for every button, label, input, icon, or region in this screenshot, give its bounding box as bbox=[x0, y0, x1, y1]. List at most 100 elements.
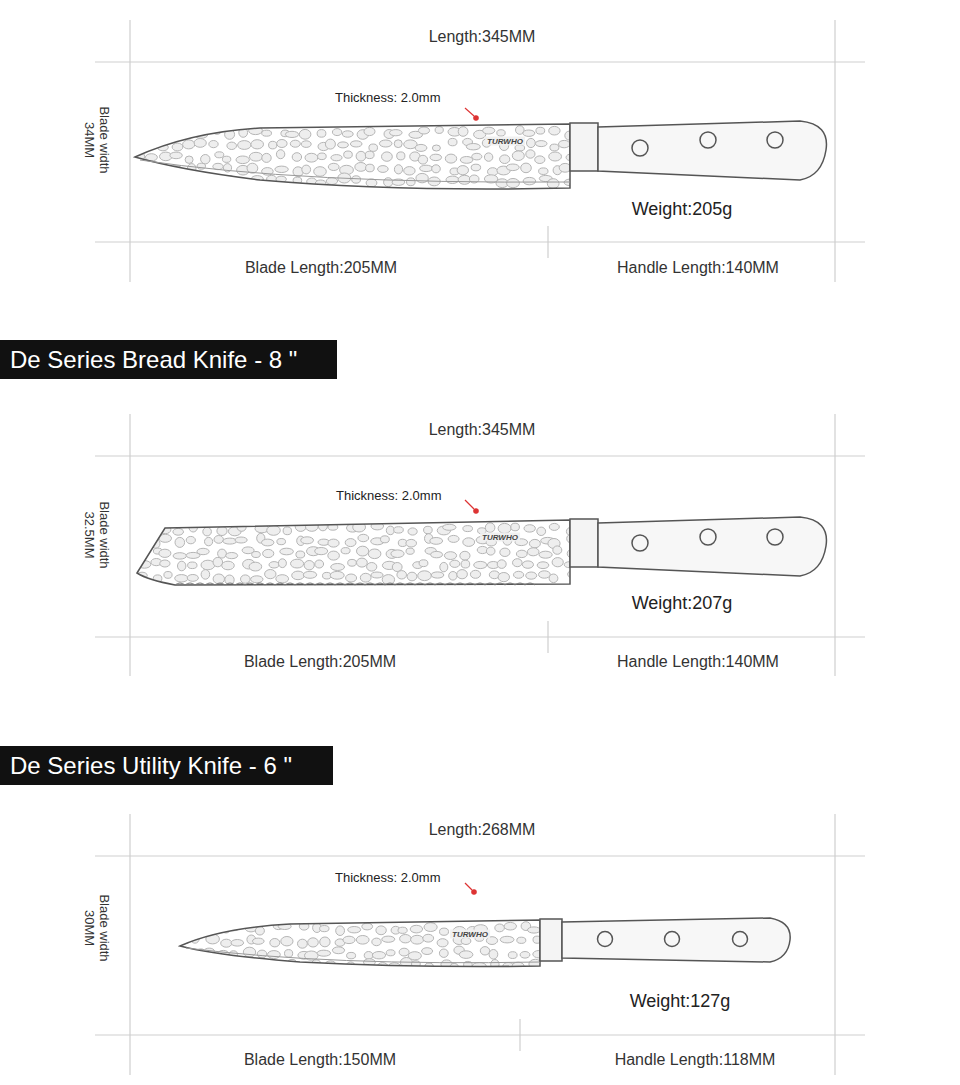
hammer-dimple bbox=[394, 165, 402, 174]
hammer-dimple bbox=[408, 528, 417, 535]
hammer-dimple bbox=[559, 140, 570, 147]
overall-length: Length:345MM bbox=[429, 28, 536, 46]
hammer-dimple bbox=[435, 127, 443, 134]
hammer-dimple bbox=[148, 176, 157, 185]
hammer-dimple bbox=[343, 936, 355, 943]
hammer-dimple bbox=[515, 145, 525, 151]
hammer-dimple bbox=[360, 573, 371, 582]
hammer-dimple bbox=[278, 559, 286, 568]
hammer-dimple bbox=[550, 144, 559, 151]
hammer-dimple bbox=[463, 538, 475, 547]
hammer-dimple bbox=[238, 141, 251, 150]
hammer-dimple bbox=[249, 562, 262, 571]
hammer-dimple bbox=[392, 563, 402, 572]
hammer-dimple bbox=[295, 522, 306, 532]
hammer-dimple bbox=[460, 551, 470, 560]
hammer-dimple bbox=[241, 575, 251, 583]
hammer-dimple bbox=[296, 551, 305, 558]
hammer-dimple bbox=[285, 131, 298, 137]
hammer-dimple bbox=[194, 961, 207, 968]
banner-title: De Series Bread Knife - 8 " bbox=[10, 346, 297, 374]
hammer-dimple bbox=[231, 940, 244, 947]
hammer-dimple bbox=[535, 141, 547, 147]
hammer-dimple bbox=[144, 168, 155, 175]
hammer-dimple bbox=[198, 180, 211, 187]
hammer-dimple bbox=[315, 560, 324, 568]
hammer-dimple bbox=[526, 572, 537, 579]
hammer-dimple bbox=[255, 927, 264, 935]
hammer-dimple bbox=[520, 952, 530, 959]
hammer-dimple bbox=[197, 548, 209, 554]
hammer-dimple bbox=[336, 926, 345, 936]
hammer-dimple bbox=[317, 130, 326, 138]
hammer-dimple bbox=[512, 151, 524, 161]
hammer-dimple bbox=[367, 563, 377, 572]
hammer-dimple bbox=[175, 537, 185, 547]
hammer-dimple bbox=[471, 164, 480, 171]
knife-outlines bbox=[135, 121, 826, 967]
hammer-dimple bbox=[439, 949, 448, 957]
hammer-dimple bbox=[384, 178, 393, 187]
hammer-dimple bbox=[500, 155, 510, 164]
hammer-dimple bbox=[236, 156, 249, 164]
brand-mark: TURWHO bbox=[485, 137, 525, 146]
hammer-dimple bbox=[206, 961, 218, 970]
hammer-dimple bbox=[186, 126, 196, 133]
hammer-dimple bbox=[511, 523, 520, 531]
hammer-dimple bbox=[267, 526, 281, 536]
hammer-dimple bbox=[252, 552, 261, 558]
hammer-dimple bbox=[495, 924, 505, 932]
hammer-dimple bbox=[138, 525, 151, 533]
hammer-dimple bbox=[269, 141, 277, 149]
hammer-dimple bbox=[222, 156, 230, 162]
hammer-dimple bbox=[235, 537, 247, 543]
hammer-dimple bbox=[537, 562, 549, 569]
hammer-dimple bbox=[209, 141, 218, 148]
hammer-dimple bbox=[249, 152, 262, 161]
hammer-dimple bbox=[394, 527, 404, 533]
hammer-dimple bbox=[539, 551, 552, 558]
hammer-dimple bbox=[366, 164, 375, 172]
hammer-dimple bbox=[485, 523, 495, 533]
hammer-dimple bbox=[497, 560, 506, 569]
hammer-dimple bbox=[272, 962, 284, 968]
hammer-dimple bbox=[508, 952, 517, 959]
hammer-dimple bbox=[346, 574, 357, 582]
hammer-dimple bbox=[176, 924, 187, 931]
hammer-dimple bbox=[445, 154, 456, 163]
hammer-dimple bbox=[365, 151, 374, 158]
weight-note: Weight:205g bbox=[632, 199, 733, 220]
hammer-dimple bbox=[341, 548, 350, 554]
hammer-dimple bbox=[539, 571, 551, 578]
hammer-dimple bbox=[276, 575, 289, 583]
hammer-dimple bbox=[155, 176, 167, 185]
hammer-dimple bbox=[517, 937, 526, 943]
hammer-dimple bbox=[285, 950, 293, 958]
hammer-dimple bbox=[381, 536, 390, 543]
hammered-pattern bbox=[135, 521, 580, 584]
hammer-dimple bbox=[270, 939, 280, 947]
hammer-dimple bbox=[458, 127, 468, 137]
hammer-dimple bbox=[364, 127, 375, 135]
hammer-dimple bbox=[507, 179, 520, 188]
hammer-dimple bbox=[486, 547, 495, 555]
hammer-dimple bbox=[326, 178, 337, 185]
hammer-dimple bbox=[299, 129, 311, 139]
hammer-dimple bbox=[292, 153, 301, 162]
hammer-dimple bbox=[461, 938, 471, 945]
hammer-dimple bbox=[422, 948, 433, 955]
hammer-dimple bbox=[521, 163, 532, 173]
hammer-dimple bbox=[480, 947, 489, 955]
hammer-dimple bbox=[188, 562, 197, 569]
blade-length: Blade Length:150MM bbox=[244, 1051, 396, 1069]
hammer-dimple bbox=[303, 571, 316, 578]
hammer-dimple bbox=[320, 926, 329, 932]
hammer-dimple bbox=[283, 527, 291, 535]
overall-length: Length:268MM bbox=[429, 821, 536, 839]
hammer-dimple bbox=[491, 960, 499, 970]
hammer-dimple bbox=[160, 127, 168, 137]
hammer-dimple bbox=[430, 154, 442, 160]
hammer-dimple bbox=[483, 127, 495, 134]
hammer-dimple bbox=[242, 958, 255, 968]
hammer-dimple bbox=[463, 526, 473, 532]
